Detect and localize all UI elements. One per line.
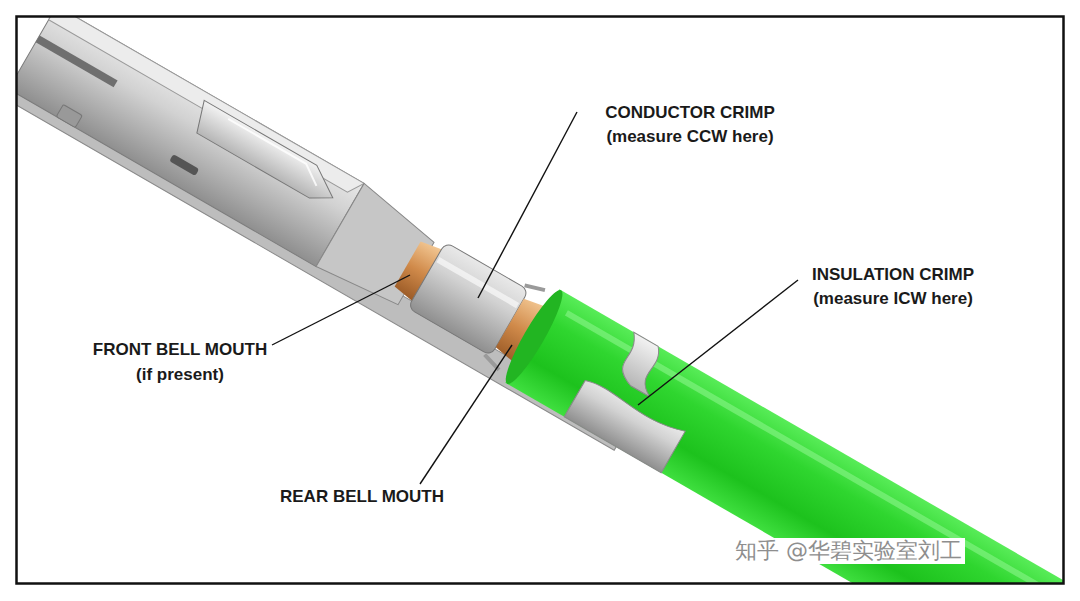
- wire-end: [498, 285, 569, 389]
- contact-slot: [36, 35, 118, 87]
- callout-note: (measure ICW here): [813, 289, 973, 309]
- leader-line: [638, 280, 798, 405]
- watermark: 知乎 @华碧实验室刘工: [732, 538, 965, 564]
- insulation-tab: [610, 332, 674, 397]
- box-contact: [17, 17, 364, 267]
- leader-line: [272, 275, 410, 345]
- leader-line: [420, 345, 512, 484]
- wire-insulation: [505, 289, 1063, 583]
- callout-label: CONDUCTOR CRIMP: [605, 103, 775, 123]
- callout-note: (measure CCW here): [606, 127, 773, 147]
- insulation-barrel: [564, 375, 685, 473]
- spring-tab: [188, 100, 343, 208]
- leader-line: [478, 112, 577, 298]
- crimp-terminal: [17, 17, 1063, 583]
- frame: [17, 17, 1064, 584]
- contact-window: [169, 154, 199, 176]
- callout-label: INSULATION CRIMP: [812, 265, 974, 285]
- callout-label: REAR BELL MOUTH: [280, 487, 444, 507]
- contact-tab: [56, 104, 82, 127]
- callout-label: FRONT BELL MOUTH: [93, 340, 267, 360]
- callout-note: (if present): [136, 365, 224, 385]
